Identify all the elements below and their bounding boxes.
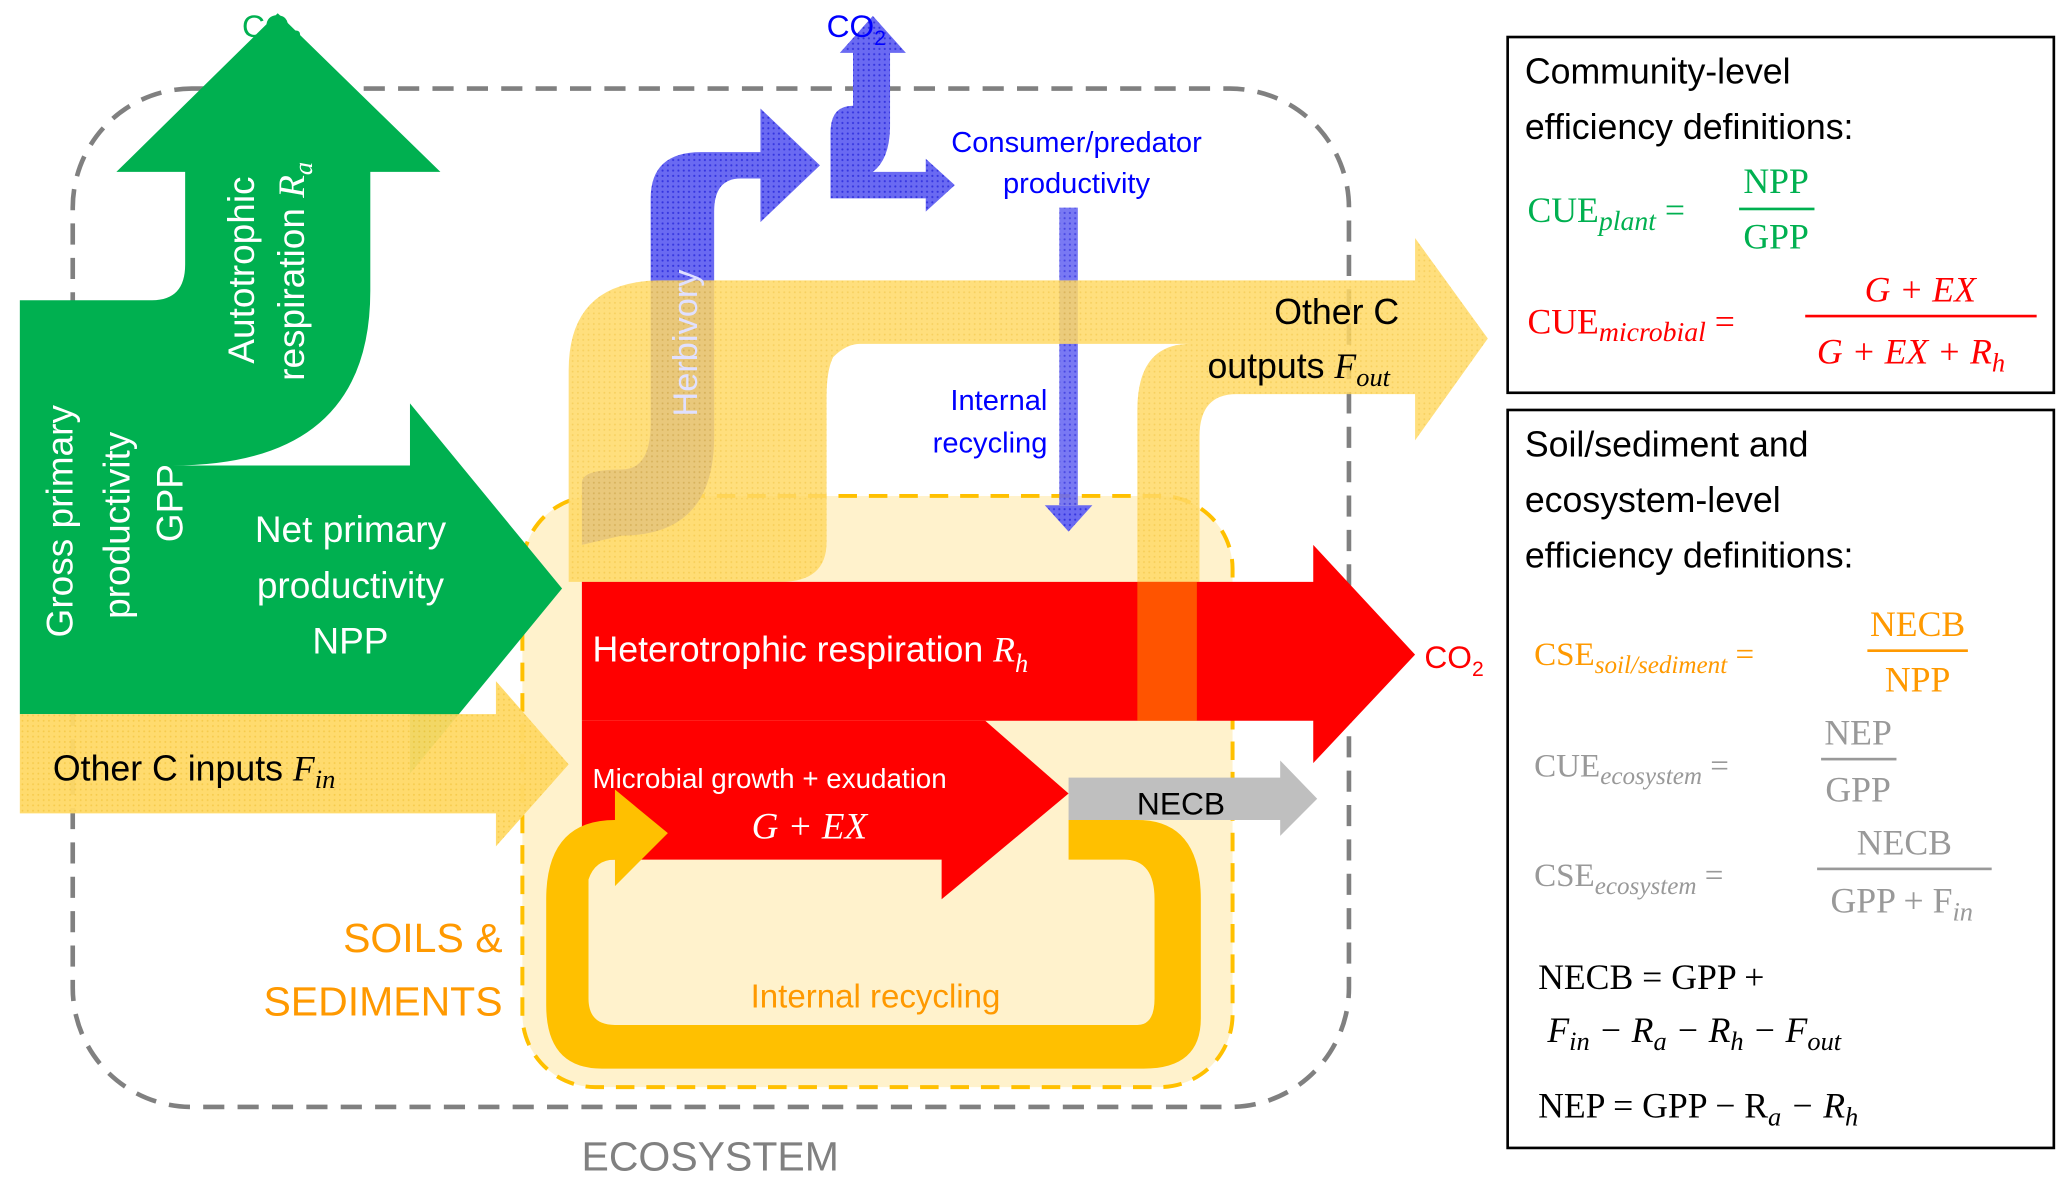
co2-label-blue: CO [827, 8, 875, 44]
consumer-arrow [830, 15, 955, 212]
svg-text:CO2: CO2 [242, 8, 301, 50]
npp-label-line2: productivity [257, 564, 445, 606]
ecosystem-boundary [70, 86, 1352, 1110]
svg-text:CUEplant =: CUEplant = [1527, 190, 1685, 237]
other-c-inputs-arrow [19, 681, 569, 847]
npp-label-line3: NPP [312, 619, 388, 661]
heterotrophic-respiration-arrow [581, 544, 1416, 764]
svg-text:Other C inputs Fin: Other C inputs Fin [53, 748, 335, 794]
other-c-outputs-arrow [568, 238, 1488, 688]
ecosystem-title-line2: ecosystem-level [1525, 480, 1781, 520]
svg-text:GPP: GPP [1825, 769, 1890, 809]
svg-text:GPP: GPP [1743, 217, 1808, 257]
svg-text:NPP: NPP [1885, 660, 1950, 700]
autotrophic-label-line2: respiration [270, 198, 312, 381]
svg-text:G + EX: G + EX [1865, 270, 1977, 310]
svg-text:CSEsoil/sediment =: CSEsoil/sediment = [1534, 637, 1754, 679]
ecosystem-title-line3: efficiency definitions: [1525, 535, 1854, 575]
heterotrophic-label: Heterotrophic respiration [592, 629, 993, 669]
svg-text:NECB: NECB [1857, 822, 1952, 862]
consumer-label-line2: productivity [1003, 168, 1151, 200]
ecosystem-title-line1: Soil/sediment and [1525, 424, 1809, 464]
internal-recycling-blue-line1: Internal [950, 385, 1047, 417]
internal-recycling-blue-arrow-shaft [1059, 207, 1078, 506]
necb-equation: NECB = GPP + Fin − Ra − Rh − Fout [1538, 957, 1842, 1056]
gpp-label-line3: GPP [149, 464, 191, 542]
autotrophic-label-line1: Autotrophic [220, 176, 262, 363]
microbial-growth-label: Microbial growth + exudation [592, 763, 946, 794]
microbial-growth-arrow [581, 720, 1069, 900]
other-c-outputs-line1: Other C [1274, 292, 1399, 332]
svg-text:NEP = GPP − Ra − Rh: NEP = GPP − Ra − Rh [1538, 1086, 1858, 1132]
internal-recycling-blue-line2: recycling [933, 427, 1048, 459]
necb-arrow [1068, 760, 1318, 836]
npp-arrow [19, 403, 563, 774]
other-c-inputs-label: Other C inputs [53, 748, 293, 788]
gpp-label-line1: Gross primary [39, 405, 81, 638]
svg-text:NECB = GPP +: NECB = GPP + [1538, 957, 1764, 997]
svg-text:G + EX + Rh: G + EX + Rh [1817, 332, 2005, 378]
community-title-line1: Community-level [1525, 51, 1791, 91]
autotrophic-respiration-arrow [19, 13, 441, 466]
cse-ecosystem-equation: CSEecosystem = NECB GPP + Fin [1534, 822, 1992, 926]
svg-text:GPP + Fin: GPP + Fin [1830, 881, 1973, 927]
microbial-formula: G + EX [752, 806, 869, 847]
consumer-label-line1: Consumer/predator [951, 127, 1202, 159]
gpp-label-line2: productivity [96, 431, 138, 619]
other-outputs-overlap [1137, 581, 1197, 721]
svg-text:NPP: NPP [1743, 161, 1808, 201]
community-title-line2: efficiency definitions: [1525, 107, 1854, 147]
soils-label-line2: SEDIMENTS [263, 979, 502, 1025]
svg-text:CO2: CO2 [827, 8, 886, 50]
internal-recycling-blue-arrow-head [1044, 505, 1093, 532]
soils-label-line1: SOILS & [343, 915, 502, 961]
cse-soil-equation: CSEsoil/sediment = NECB NPP [1534, 604, 1968, 700]
svg-text:respiration Ra: respiration Ra [270, 162, 318, 381]
nep-equation: NEP = GPP − Ra − Rh [1538, 1086, 1858, 1132]
other-c-outputs-line2: outputs [1207, 346, 1334, 386]
cue-microbial-equation: CUEmicrobial = G + EX G + EX + Rh [1527, 270, 2037, 378]
svg-text:CSEecosystem =: CSEecosystem = [1534, 858, 1723, 900]
svg-text:CUEmicrobial =: CUEmicrobial = [1527, 301, 1734, 348]
cue-plant-equation: CUEplant = NPP GPP [1527, 161, 1815, 257]
internal-recycling-loop [546, 789, 1201, 1069]
svg-text:CUEecosystem =: CUEecosystem = [1534, 748, 1729, 790]
ecosystem-label: ECOSYSTEM [582, 1133, 839, 1179]
svg-text:NEP: NEP [1824, 713, 1891, 753]
co2-label-green: CO [242, 8, 290, 44]
svg-text:CO2: CO2 [1424, 639, 1483, 681]
svg-text:outputs Fout: outputs Fout [1207, 346, 1390, 392]
npp-label-line1: Net primary [255, 508, 447, 550]
internal-recycling-soil-label: Internal recycling [751, 979, 1001, 1016]
herbivory-label: Herbivory [667, 269, 705, 417]
co2-label-red: CO [1424, 639, 1472, 675]
necb-label: NECB [1137, 786, 1225, 822]
cue-ecosystem-equation: CUEecosystem = NEP GPP [1534, 713, 1897, 809]
svg-text:NECB: NECB [1870, 604, 1965, 644]
svg-text:Fin − Ra − Rh − Fout: Fin − Ra − Rh − Fout [1546, 1010, 1841, 1056]
community-level-definitions-box: Community-level efficiency definitions: … [1506, 35, 2056, 395]
svg-text:Heterotrophic respiration Rh: Heterotrophic respiration Rh [592, 629, 1028, 678]
ecosystem-level-definitions-box: Soil/sediment and ecosystem-level effici… [1506, 408, 2056, 1150]
